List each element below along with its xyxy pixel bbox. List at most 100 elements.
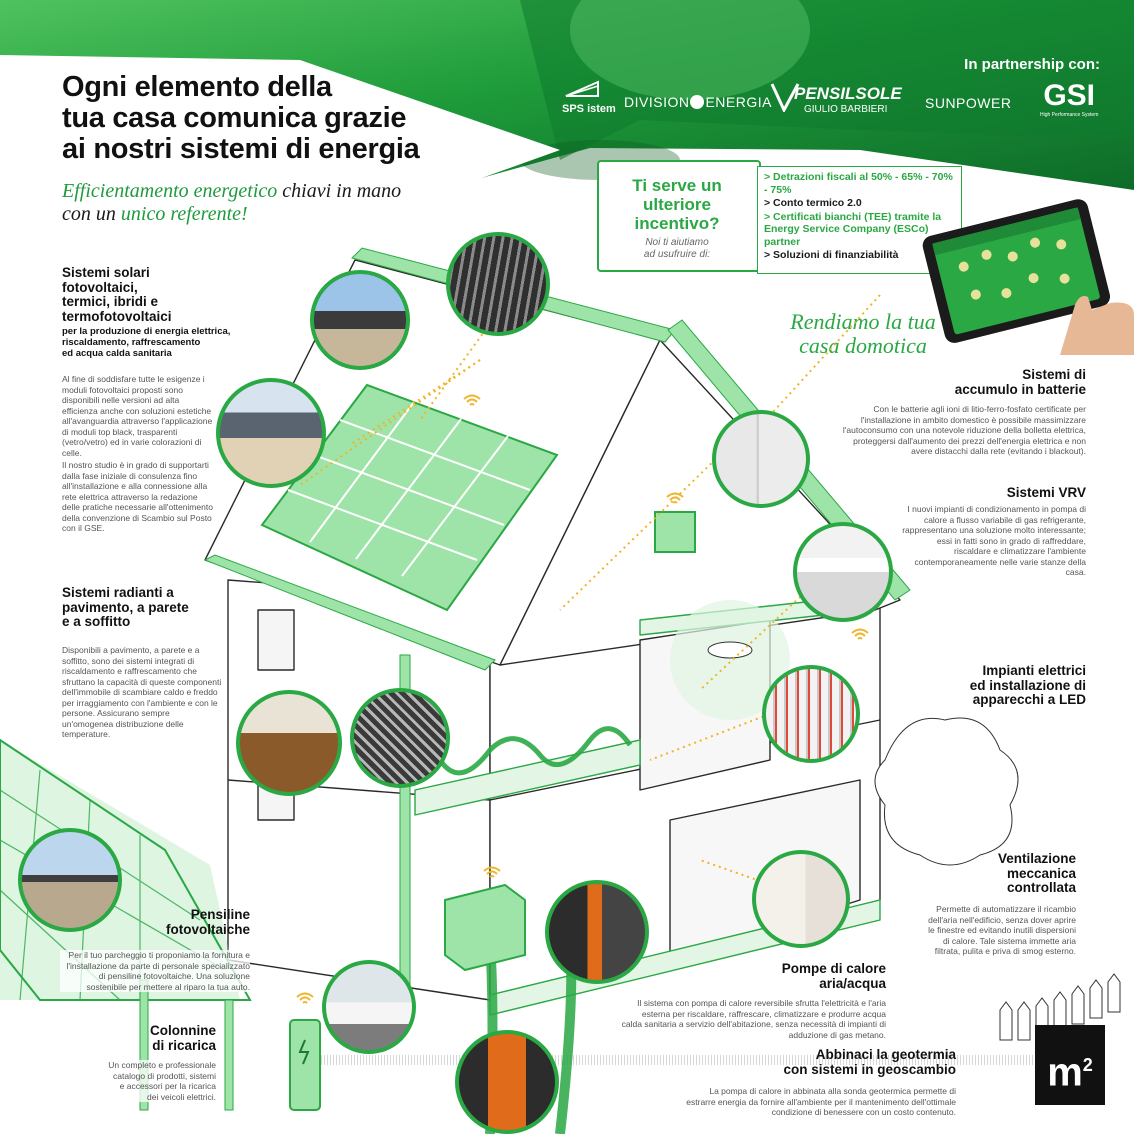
incentive-item: > Certificati bianchi (TEE) tramite la E…	[764, 210, 942, 248]
logo-subtext: GIULIO BARBIERI	[804, 104, 888, 115]
title-line: Ventilazione	[997, 851, 1076, 866]
title-line: con sistemi in geoscambio	[783, 1061, 956, 1077]
sunpower-logo: SUNPOWER	[925, 95, 1012, 111]
incentive-item: > Soluzioni di finanziabilità	[764, 249, 899, 261]
section-vrv-body: I nuovi impianti di condizionamento in p…	[900, 504, 1086, 578]
incentive-title-line: Ti serve un	[632, 176, 722, 195]
section-geotermia-body: La pompa di calore in abbinata alla sond…	[680, 1086, 956, 1118]
incentive-sub-line: ad usufruire di:	[643, 249, 711, 260]
radiant-floor-room-photo	[236, 690, 342, 796]
incentive-box	[597, 160, 761, 272]
domotica-line: casa domotica	[799, 333, 927, 358]
battery-storage-photo	[712, 410, 810, 508]
ventilation-room-photo	[752, 850, 850, 948]
wifi-icon	[666, 492, 684, 504]
pensilsole-logo: PENSILSOLE GIULIO BARBIERI	[770, 83, 902, 115]
section-radiant-title: Sistemi radianti a pavimento, a parete e…	[62, 585, 242, 630]
logo-text: PENSILSOLE	[794, 84, 902, 103]
electric-car-charging-photo	[322, 960, 416, 1054]
section-subtitle: per la produzione di energia elettrica, …	[62, 326, 312, 359]
section-colonnine-title: Colonnine di ricarica	[110, 1023, 216, 1053]
incentive-title-line: incentivo?	[634, 214, 720, 233]
vrv-air-conditioner-photo	[793, 522, 893, 622]
incentive-title-line: ulteriore	[642, 195, 712, 214]
title-line: accumulo in batterie	[954, 381, 1086, 397]
subtitle-text: con un	[62, 203, 121, 225]
section-title: Sistemi solari fotovoltaici, termici, ib…	[62, 265, 312, 324]
title-line: Sistemi radianti a	[62, 585, 174, 600]
section-vrv-title: Sistemi VRV	[1006, 485, 1086, 500]
section-colonnine-body: Un completo e professionale catalogo di …	[106, 1060, 216, 1102]
section-pompe-title: Pompe di calore aria/acqua	[720, 961, 886, 991]
carport-photo	[18, 828, 122, 932]
title-line: fotovoltaici,	[62, 279, 138, 295]
title-line: Ogni elemento della	[62, 71, 332, 103]
wifi-icon	[483, 866, 501, 878]
domotica-tablet-illustration	[922, 199, 1134, 355]
heat-pump-photo	[545, 880, 649, 984]
logo-text: DIVISION	[624, 94, 690, 110]
section-pensiline-title: Pensiline fotovoltaiche	[130, 907, 250, 937]
section-pompe-body: Il sistema con pompa di calore reversibi…	[620, 998, 886, 1040]
subtitle-line: riscaldamento, raffrescamento	[62, 337, 201, 348]
title-line: Colonnine	[150, 1023, 216, 1038]
subtitle-line: ed acqua calda sanitaria	[62, 348, 172, 359]
pensilsole-icon	[770, 83, 800, 112]
section-solar: Sistemi solari fotovoltaici, termici, ib…	[62, 265, 312, 359]
section-batterie-body: Con le batterie agli ioni di litio-ferro…	[830, 404, 1086, 457]
section-batterie-title: Sistemi di accumulo in batterie	[900, 367, 1086, 397]
title-line: ai nostri sistemi di energia	[62, 133, 420, 165]
title-line: Abbinaci la geotermia	[815, 1047, 956, 1062]
title-line: controllata	[1006, 880, 1076, 895]
logo-text: SPS istem	[562, 103, 616, 115]
title-line: pavimento, a parete	[62, 599, 189, 615]
logo-text: GSI	[1043, 79, 1096, 112]
title-line: e a soffitto	[62, 614, 131, 629]
wifi-icon	[851, 628, 869, 640]
subtitle-line: per la produzione di energia elettrica,	[62, 326, 231, 337]
electrical-panel-photo	[762, 665, 860, 763]
subtitle-highlight: Efficientamento energetico	[62, 180, 278, 202]
title-line: ed installazione di	[969, 677, 1086, 693]
incentive-title: Ti serve un ulteriore incentivo?	[606, 176, 748, 233]
title-line: di ricarica	[152, 1037, 216, 1053]
title-line: Impianti elettrici	[982, 663, 1086, 678]
title-line: aria/acqua	[819, 975, 886, 991]
radiant-pipes-photo	[350, 688, 450, 788]
title-line: meccanica	[1006, 865, 1076, 881]
section-pensiline-body: Per il tuo parcheggio ti proponiamo la f…	[60, 950, 250, 992]
energy-e-icon	[690, 95, 705, 109]
incentive-subtitle: Noi ti aiutiamo ad usufruire di:	[606, 237, 748, 261]
subtitle-highlight: unico referente!	[120, 203, 248, 225]
logo-subtext: High Performance System	[1040, 112, 1099, 118]
title-line: Pensiline	[190, 907, 250, 922]
title-line: Sistemi solari	[62, 265, 150, 280]
section-geotermia-title: Abbinaci la geotermia con sistemi in geo…	[740, 1047, 956, 1077]
page-title: Ogni elemento della tua casa comunica gr…	[62, 72, 582, 165]
title-line: Pompe di calore	[781, 961, 886, 976]
domotica-heading: Rendiamo la tua casa domotica	[768, 310, 958, 358]
subtitle-text: chiavi in mano	[277, 180, 402, 202]
section-radiant-body: Disponibili a pavimento, a parete e a so…	[62, 645, 222, 739]
brand-superscript: 2	[1082, 1055, 1093, 1075]
incentive-sub-line: Noi ti aiutiamo	[645, 237, 709, 248]
title-line: termofotovoltaici	[62, 308, 172, 324]
section-solar-body: Al fine di soddisfare tutte le esigenze …	[62, 374, 213, 458]
sps-icon	[565, 80, 599, 97]
logo-text: ENERGIA	[705, 94, 772, 110]
solar-panel-closeup-photo	[446, 232, 550, 336]
title-line: tua casa comunica grazie	[62, 102, 407, 134]
solar-modern-house-photo	[216, 378, 326, 488]
division-energia-logo: DIVISION ENERGIA	[624, 94, 772, 110]
wifi-icon	[296, 992, 314, 1004]
section-elettrici-title: Impianti elettrici ed installazione di a…	[920, 663, 1086, 708]
solar-roof-house-photo	[310, 270, 410, 370]
page-subtitle: Efficientamento energetico chiavi in man…	[62, 180, 442, 226]
partnership-label: In partnership con:	[964, 56, 1100, 73]
brand-mark: m	[1047, 1050, 1083, 1095]
gsi-logo: GSI High Performance System	[1040, 79, 1099, 119]
section-ventilazione-title: Ventilazione meccanica controllata	[960, 851, 1076, 896]
title-line: Sistemi di	[1022, 367, 1086, 382]
title-line: termici, ibridi e	[62, 294, 159, 309]
